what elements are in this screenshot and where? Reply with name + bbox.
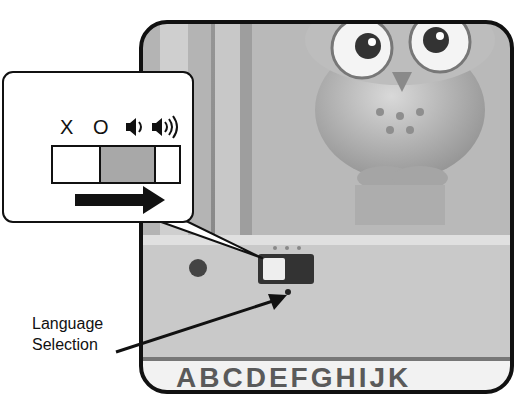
switch-diagram xyxy=(52,146,180,183)
callout-tail xyxy=(150,218,262,258)
speaker-icon-loud xyxy=(152,116,177,138)
part-label: Language Selection xyxy=(32,313,127,355)
speaker-icon xyxy=(126,118,141,136)
off-symbol: X xyxy=(60,116,73,139)
alphabet-strip: ABCDEFGHIJK xyxy=(176,362,411,394)
leader-arrow xyxy=(116,294,287,352)
callout-box xyxy=(3,72,193,222)
toy-photo xyxy=(141,22,512,392)
direction-arrow xyxy=(75,186,165,214)
photo-frame xyxy=(141,22,512,392)
on-symbol: O xyxy=(93,116,109,139)
